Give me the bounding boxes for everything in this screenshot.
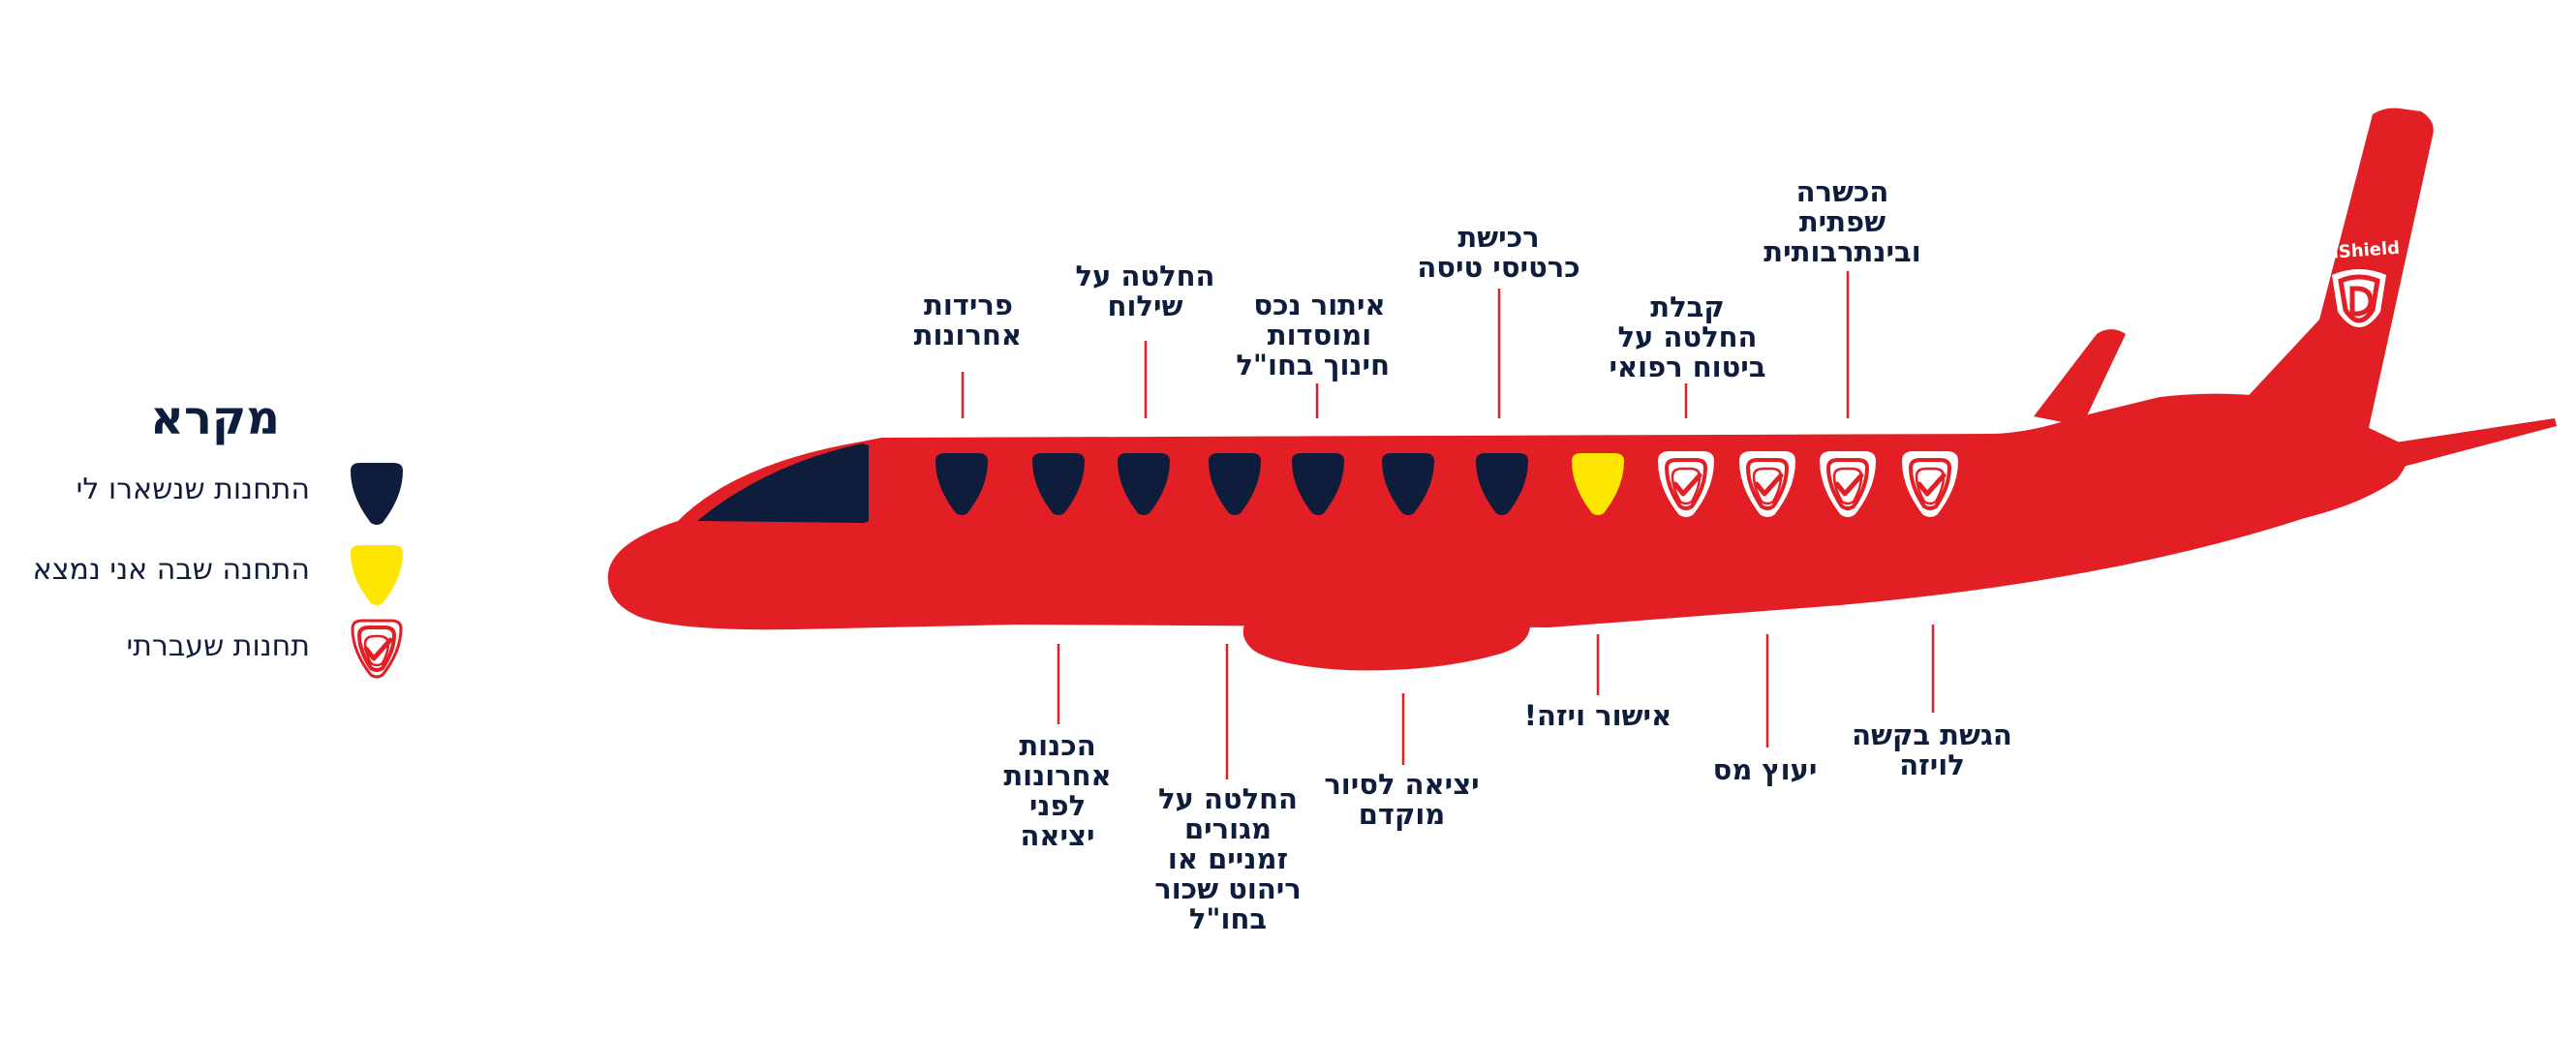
current-window-icon xyxy=(351,545,403,605)
label-line: יציאה לסיור xyxy=(1322,770,1482,800)
cockpit-window xyxy=(697,443,869,523)
label-line: מוקדם xyxy=(1322,800,1482,830)
label-line: אחרונות xyxy=(999,761,1116,791)
label-line: ובינתרבותית xyxy=(1758,237,1927,267)
label-line: איתור נכס xyxy=(1249,290,1390,321)
station-label-top: פרידות אחרונות xyxy=(915,290,1022,351)
remaining-window-icon xyxy=(351,463,403,525)
station-label-top: קבלת החלטה על ביטוח רפואי xyxy=(1608,292,1767,382)
label-line: בחו"ל xyxy=(1150,904,1305,934)
station-label-bottom: אישור ויזה! xyxy=(1516,701,1680,731)
label-line: ביטוח רפואי xyxy=(1608,352,1767,382)
station-label-bottom: יציאה לסיור מוקדם xyxy=(1322,770,1482,830)
station-label-bottom: הכנות אחרונות לפני יציאה xyxy=(999,731,1116,851)
label-line: לויזה xyxy=(1845,750,2019,780)
label-line: פרידות xyxy=(915,290,1022,321)
label-line: רכישת xyxy=(1409,223,1588,253)
belly-fairing xyxy=(1243,625,1530,670)
label-line: מגורים xyxy=(1150,814,1305,844)
legend-title: מקרא xyxy=(147,391,283,445)
station-label-bottom: הגשת בקשה לויזה xyxy=(1845,720,2019,780)
label-line: יציאה xyxy=(999,821,1116,851)
label-line: יעוץ מס xyxy=(1709,755,1821,785)
station-label-bottom: החלטה על מגורים זמניים או ריהוט שכור בחו… xyxy=(1150,784,1305,934)
label-line: אישור ויזה! xyxy=(1516,701,1680,731)
station-label-bottom: יעוץ מס xyxy=(1709,755,1821,785)
label-line: החלטה על xyxy=(1150,784,1305,814)
label-line: ומוסדות xyxy=(1249,321,1390,351)
legend-current-label: התחנה שבה אני נמצא xyxy=(33,553,310,587)
label-line: חינוך בחו"ל xyxy=(1249,351,1390,381)
label-line: שפתית xyxy=(1758,207,1927,237)
label-line: ריהוט שכור xyxy=(1150,874,1305,904)
label-line: שילוח xyxy=(1075,291,1215,321)
label-line: הכשרה xyxy=(1758,177,1927,207)
label-line: החלטה על xyxy=(1075,261,1215,291)
label-line: לפני xyxy=(999,791,1116,821)
station-label-top: החלטה על שילוח xyxy=(1075,261,1215,321)
legend-remaining-label: התחנות שנשארו לי xyxy=(77,473,310,506)
station-label-top: רכישת כרטיסי טיסה xyxy=(1409,223,1588,283)
legend-passed-label: תחנות שעברתי xyxy=(127,629,311,663)
label-line: הכנות xyxy=(999,731,1116,761)
label-line: קבלת xyxy=(1608,292,1767,322)
label-line: החלטה על xyxy=(1608,322,1767,352)
label-line: הגשת בקשה xyxy=(1845,720,2019,750)
station-label-top: איתור נכס ומוסדות חינוך בחו"ל xyxy=(1249,290,1390,381)
label-line: זמניים או xyxy=(1150,844,1305,874)
station-label-top: הכשרה שפתית ובינתרבותית xyxy=(1758,177,1927,267)
label-line: אחרונות xyxy=(915,321,1022,351)
checked-window-icon xyxy=(353,621,401,677)
label-line: כרטיסי טיסה xyxy=(1409,253,1588,283)
legend-icons xyxy=(351,463,403,677)
